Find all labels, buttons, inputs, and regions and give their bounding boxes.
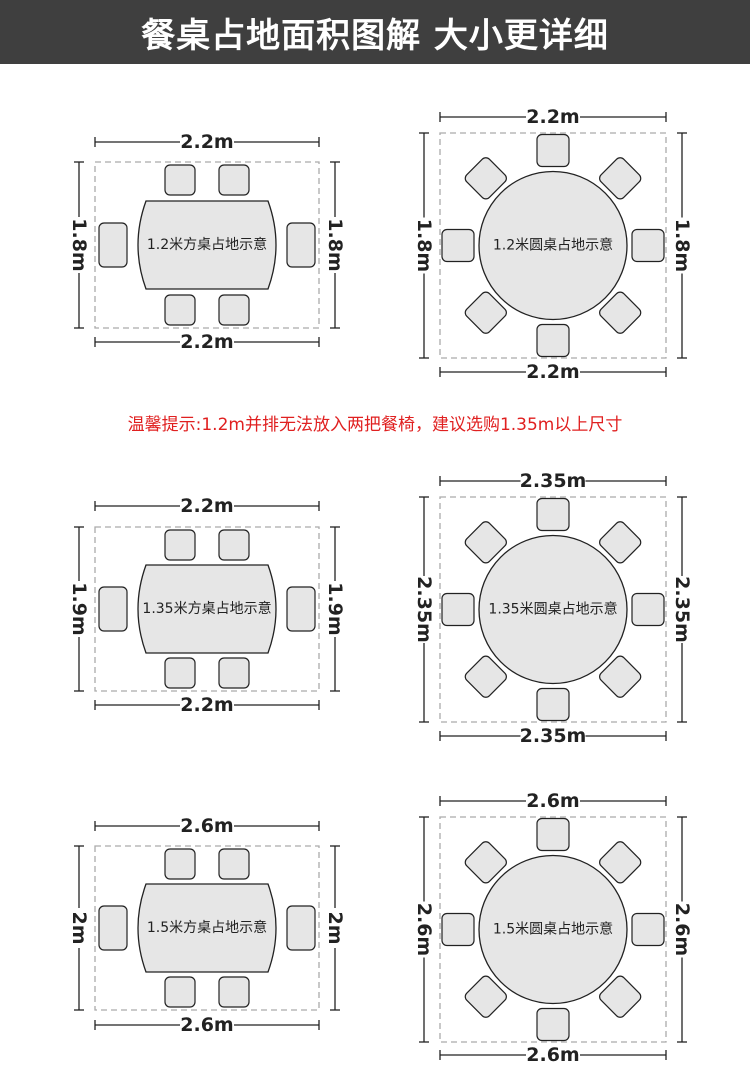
chair xyxy=(599,521,642,564)
chair xyxy=(218,294,250,326)
chair xyxy=(218,848,250,880)
chair xyxy=(164,294,196,326)
chair xyxy=(164,164,196,196)
width-label: 2.2m xyxy=(180,331,233,353)
height-label: 2m xyxy=(324,911,346,944)
chair xyxy=(536,323,570,358)
table-label: 1.2米圆桌占地示意 xyxy=(493,237,613,254)
page-title: 餐桌占地面积图解 大小更详细 xyxy=(0,0,750,64)
width-label: 2.6m xyxy=(180,815,233,837)
chair xyxy=(98,586,128,632)
table-label: 1.5米方桌占地示意 xyxy=(147,919,267,936)
diagram-2-round: 2.2m 2.2m 1.8m 1.8m 1.2米圆桌占地示意 xyxy=(413,106,693,383)
table-top xyxy=(137,883,277,973)
table-top xyxy=(478,170,628,321)
chair xyxy=(286,905,316,951)
floor-area-outline xyxy=(94,845,320,1011)
chair xyxy=(464,521,507,564)
width-label: 2.6m xyxy=(526,1044,579,1066)
chair xyxy=(536,817,570,852)
floor-area-outline xyxy=(439,132,667,359)
chair xyxy=(464,291,507,334)
chair xyxy=(599,841,642,884)
chair xyxy=(164,529,196,561)
chair xyxy=(464,157,507,200)
chair xyxy=(631,592,665,627)
chair xyxy=(98,905,128,951)
chair xyxy=(98,222,128,268)
table-label: 1.5米圆桌占地示意 xyxy=(493,921,613,938)
chair xyxy=(631,228,665,263)
chair xyxy=(218,976,250,1008)
table-label: 1.35米方桌占地示意 xyxy=(142,600,271,617)
diagram-4-round: 2.35m 2.35m 2.35m 2.35m 1.35米圆桌占地示意 xyxy=(413,470,693,747)
chair xyxy=(441,912,475,947)
width-label: 2.2m xyxy=(180,495,233,517)
height-label: 2.35m xyxy=(413,576,435,643)
chair xyxy=(218,164,250,196)
width-label: 2.35m xyxy=(520,470,587,492)
chair xyxy=(631,912,665,947)
height-label: 2.35m xyxy=(671,576,693,643)
chair xyxy=(536,1007,570,1042)
chair xyxy=(536,497,570,532)
chair xyxy=(286,586,316,632)
height-label: 1.8m xyxy=(413,219,435,272)
floor-area-outline xyxy=(94,526,320,692)
diagram-6-round: 2.6m 2.6m 2.6m 2.6m 1.5米圆桌占地示意 xyxy=(413,790,693,1066)
warning-tip: 温馨提示:1.2m并排无法放入两把餐椅，建议选购1.35m以上尺寸 xyxy=(127,415,623,435)
chair xyxy=(441,228,475,263)
chair xyxy=(164,848,196,880)
floor-area-outline xyxy=(94,161,320,329)
width-label: 2.35m xyxy=(520,725,587,747)
chair xyxy=(286,222,316,268)
table-top xyxy=(137,200,277,290)
chair xyxy=(218,657,250,689)
table-top xyxy=(478,534,628,685)
width-label: 2.2m xyxy=(180,694,233,716)
chair xyxy=(164,657,196,689)
chair xyxy=(218,529,250,561)
height-label: 2.6m xyxy=(671,903,693,956)
chair xyxy=(441,592,475,627)
height-label: 1.9m xyxy=(324,582,346,635)
chair xyxy=(464,655,507,698)
chair xyxy=(164,976,196,1008)
floor-area-outline xyxy=(439,496,667,723)
floor-area-outline xyxy=(439,816,667,1043)
table-label: 1.35米圆桌占地示意 xyxy=(488,601,617,618)
chair xyxy=(599,655,642,698)
width-label: 2.2m xyxy=(526,361,579,383)
height-label: 1.8m xyxy=(671,219,693,272)
height-label: 2m xyxy=(68,911,90,944)
chair xyxy=(536,687,570,722)
chair xyxy=(464,975,507,1018)
width-label: 2.6m xyxy=(180,1014,233,1036)
chair xyxy=(599,291,642,334)
diagram-5-rect: 2.6m 2.6m 2m 2m 1.5米方桌占地示意 xyxy=(68,815,346,1036)
chair xyxy=(599,157,642,200)
diagram-1-rect: 2.2m 2.2m 1.8m 1.8m 1.2米方桌占地示意 xyxy=(68,131,346,353)
chair xyxy=(536,133,570,168)
height-label: 1.8m xyxy=(68,218,90,271)
width-label: 2.6m xyxy=(526,790,579,812)
height-label: 2.6m xyxy=(413,903,435,956)
height-label: 1.8m xyxy=(324,218,346,271)
table-top xyxy=(137,564,277,654)
table-label: 1.2米方桌占地示意 xyxy=(147,236,267,253)
diagram-3-rect: 2.2m 2.2m 1.9m 1.9m 1.35米方桌占地示意 xyxy=(68,495,346,716)
width-label: 2.2m xyxy=(180,131,233,153)
width-label: 2.2m xyxy=(526,106,579,128)
chair xyxy=(464,841,507,884)
chair xyxy=(599,975,642,1018)
table-top xyxy=(478,854,628,1005)
height-label: 1.9m xyxy=(68,582,90,635)
